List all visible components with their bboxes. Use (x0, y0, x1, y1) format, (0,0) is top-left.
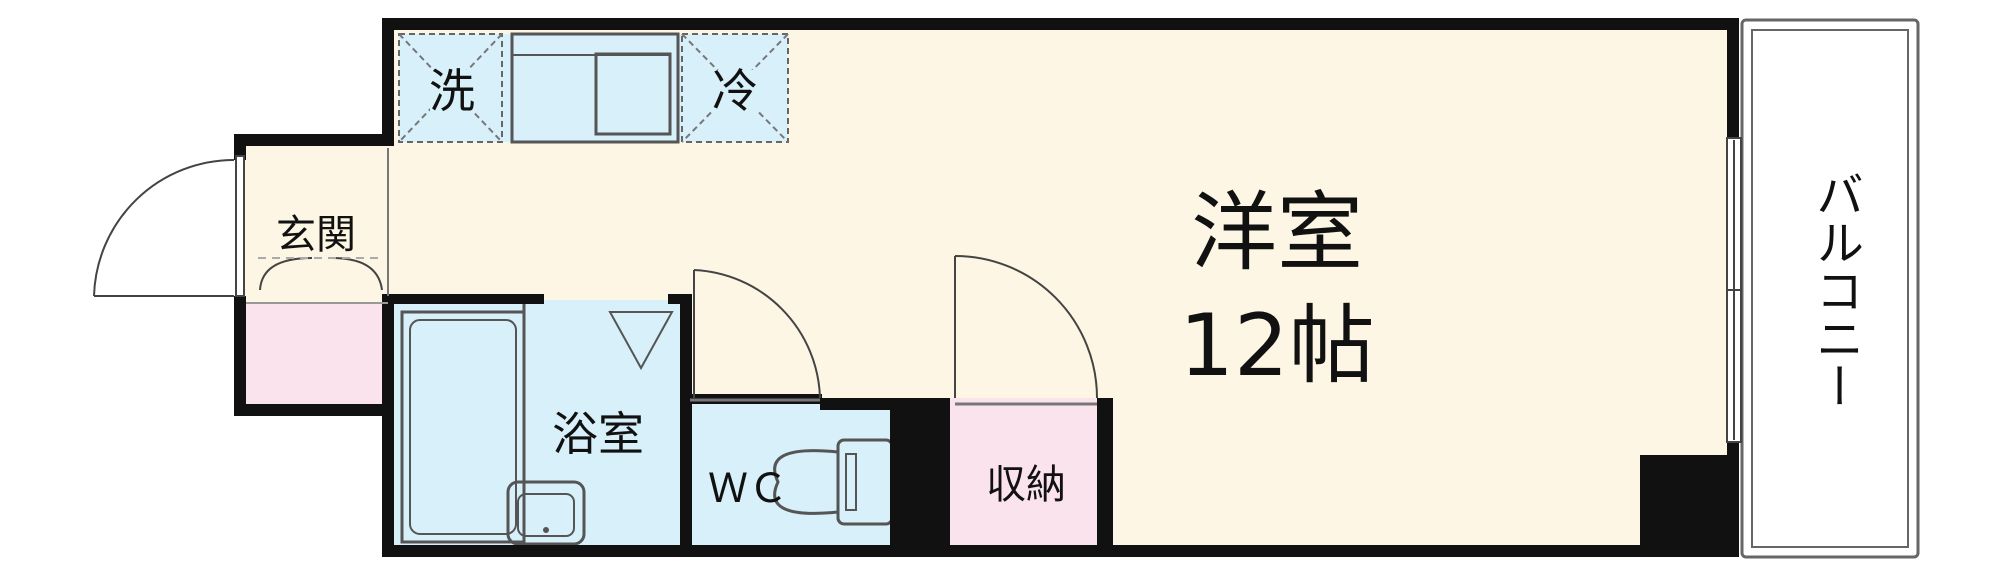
front-door-swing (93, 159, 235, 297)
entrance-floor (242, 145, 390, 303)
wall-wc-storage-divider (890, 398, 950, 557)
washer-label-bg (430, 70, 474, 114)
wall-entrance-left-top (234, 134, 246, 160)
wall-storage-right (1097, 398, 1113, 557)
shoe-storage (242, 303, 388, 405)
washbasin-outer (506, 480, 586, 546)
bath-label: 浴室 (552, 407, 644, 461)
balcony (1740, 18, 1920, 559)
wall-entrance-left-bottom (234, 296, 246, 414)
balcony-window (1726, 137, 1742, 443)
walls (234, 18, 1739, 557)
storage-door-swing (954, 255, 1098, 399)
washer-label: 洗 (429, 64, 475, 118)
kitchen: 洗 冷 (398, 32, 789, 144)
wc-door-swing (693, 269, 821, 399)
fridge-label-bg (712, 70, 758, 114)
toilet-bowl (773, 449, 839, 515)
bath-floor (388, 300, 690, 547)
wall-corner-column (1640, 455, 1739, 557)
bathtub-inner (409, 319, 517, 535)
wall-bath-right (680, 294, 692, 557)
toilet-lever (845, 453, 857, 511)
wall-bath-top-right (668, 294, 690, 304)
wall-entrance-bottom (234, 404, 394, 416)
entrance-label: 玄関 (276, 212, 356, 258)
storage-label: 収納 (986, 462, 1066, 508)
western-room-label: 洋室 (1191, 183, 1363, 283)
fridge-label: 冷 (712, 64, 758, 118)
wall-top (382, 18, 1739, 30)
wall-entrance-top (234, 134, 394, 146)
wall-bath-left (382, 296, 394, 557)
toilet-label: ＷＣ (708, 466, 788, 512)
toilet-floor (690, 398, 927, 547)
wall-left-upper (382, 18, 394, 136)
doors (93, 155, 1098, 399)
western-room-size: 12帖 (1179, 296, 1374, 396)
partitions (246, 148, 1097, 545)
washbasin-drain (543, 527, 549, 533)
washbasin-bowl (517, 493, 575, 537)
bath-vent (608, 311, 674, 371)
front-door-frame (235, 155, 245, 297)
balcony-inner (1751, 29, 1909, 548)
storage-floor (950, 398, 1102, 547)
wall-bath-top-left (382, 294, 544, 304)
wall-bottom (382, 545, 1739, 557)
wall-right-top (1727, 18, 1739, 138)
balcony-label: バルコニー (1807, 170, 1863, 410)
